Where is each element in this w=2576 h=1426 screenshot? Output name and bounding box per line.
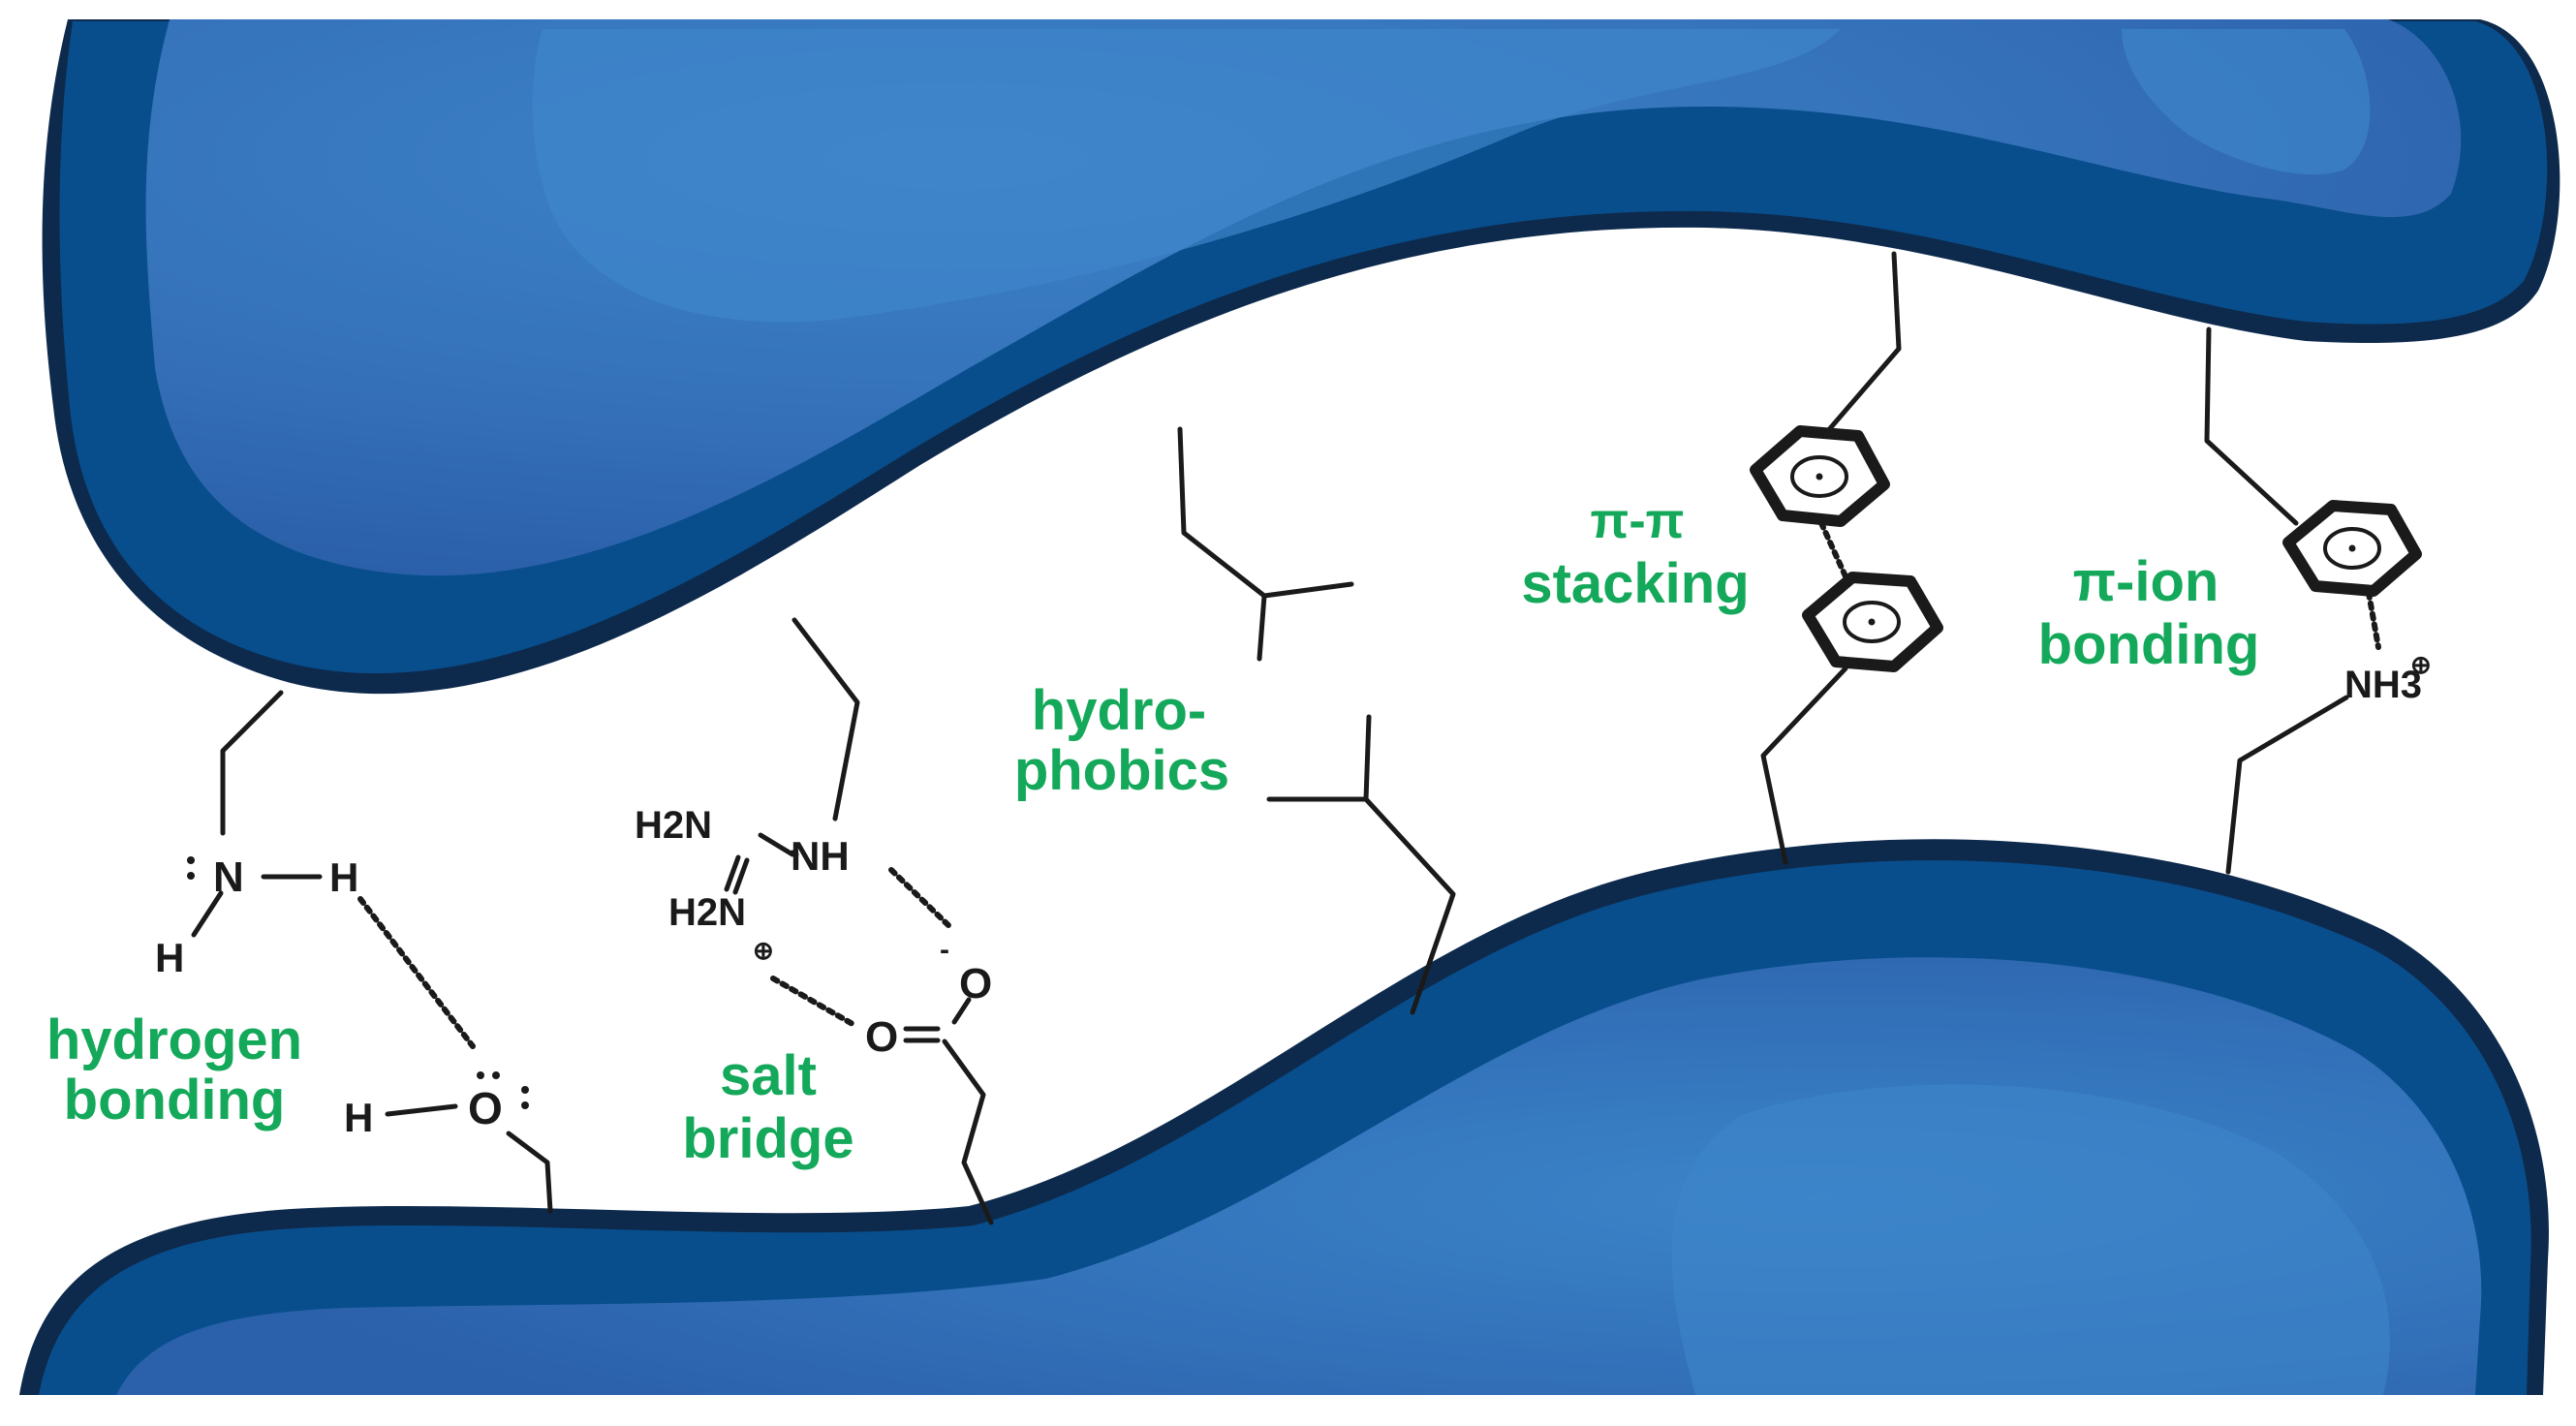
upper-isopropyl-branch (1257, 593, 1267, 662)
o-h-bond (385, 1103, 458, 1117)
salt-bridge-dashed-upper (888, 867, 954, 931)
salt-bridge-group (724, 617, 994, 1225)
hydrophobics-group (1177, 426, 1456, 1015)
guanidino-double-1 (724, 854, 741, 892)
hydrogen-bonding-atoms: N H H H O (155, 853, 529, 1140)
h-bond-dashed (357, 896, 476, 1049)
lysine-sidechain (2225, 695, 2349, 875)
pi-pi-stacking-label: π-π stacking (1521, 493, 1749, 615)
upper-protein-right-highlight (2122, 29, 2371, 175)
salt-bridge-dashed-lower (770, 976, 855, 1027)
pi-pi-dashed (1818, 520, 1848, 579)
hydrogen-bonding-label-line1: hydrogen (47, 1008, 302, 1071)
upper-protein-surface (42, 19, 2560, 695)
atom-carboxyl-o-top: O (959, 960, 992, 1008)
upper-isopropyl-chain (1177, 426, 1354, 599)
ammonium-plus: ⊕ (2410, 650, 2432, 679)
atom-n-upper: N (213, 853, 244, 901)
hydrophobics-label: hydro- phobics (1014, 679, 1229, 802)
lone-pair-dot-2 (187, 872, 195, 880)
salt-bridge-label-line1: salt (720, 1044, 817, 1107)
lower-protein-highlight (1671, 1084, 2390, 1395)
lower-benzene-pi-circle (1843, 601, 1901, 643)
atom-h-right: H (329, 854, 358, 900)
pi-pi-stacking-group (1750, 251, 1943, 865)
carboxyl-single (951, 997, 972, 1025)
o-lone-pair-top-1 (477, 1071, 484, 1079)
atom-h-water: H (344, 1095, 373, 1140)
pi-ion-benzene-pi-circle (2323, 527, 2381, 570)
h-bond-sidechain-lower (506, 1131, 553, 1214)
pi-ion-atoms: NH3 ⊕ (2344, 650, 2432, 706)
lower-benzene-center (1868, 618, 1876, 626)
pi-pi-label-line2: stacking (1521, 552, 1749, 615)
guanidino-bond-top (758, 832, 795, 857)
o-lone-pair-top-2 (492, 1071, 500, 1079)
carboxylate-minus: - (940, 934, 949, 966)
o-lone-pair-right-1 (521, 1086, 529, 1094)
upper-phenyl-chain (1816, 251, 1902, 444)
pi-ion-bonding-label: π-ion bonding (2038, 550, 2260, 676)
pi-ion-label-line1: π-ion (2073, 550, 2219, 613)
lower-protein-surface (19, 839, 2549, 1395)
lone-pair-dot-1 (187, 856, 195, 864)
o-lone-pair-right-2 (521, 1101, 529, 1109)
salt-bridge-label: salt bridge (682, 1044, 853, 1170)
atom-ammonium: NH3 (2344, 664, 2422, 706)
atom-guan-h2n-bottom: H2N (668, 891, 746, 934)
atom-guan-nh: NH (791, 833, 850, 879)
upper-benzene-center (1816, 473, 1823, 480)
pi-ion-dashed (2366, 590, 2381, 650)
lower-isopropyl-branch (1363, 714, 1372, 802)
guanidino-bond-nh (790, 850, 799, 857)
pi-pi-label-line1: π-π (1591, 493, 1685, 549)
lower-phenyl-chain (1760, 666, 1848, 865)
h-bond-sidechain-upper (220, 690, 284, 836)
guanidinium-plus: ⊕ (753, 936, 774, 965)
aromatic-sidechain (2204, 326, 2299, 526)
pi-ion-benzene-center (2348, 544, 2356, 552)
upper-benzene-pi-circle (1790, 455, 1848, 498)
pi-ion-label-line2: bonding (2038, 613, 2260, 676)
guanidino-double-2 (732, 857, 750, 895)
aspartate-sidechain (942, 1038, 994, 1225)
salt-bridge-label-line2: bridge (682, 1107, 853, 1170)
salt-bridge-atoms: H2N NH H2N ⊕ O - O (635, 804, 992, 1061)
hydrophobics-label-line1: hydro- (1032, 679, 1206, 742)
hydrogen-bonding-label-line2: bonding (64, 1069, 286, 1132)
hydrophobics-label-line2: phobics (1014, 739, 1229, 802)
atom-h-lower: H (155, 935, 184, 980)
hydrogen-bonding-group (191, 690, 553, 1214)
atom-guan-h2n-top: H2N (635, 804, 712, 847)
pi-ion-bonding-group (2204, 326, 2422, 875)
atom-carboxyl-o-bottom: O (865, 1013, 898, 1061)
lower-isopropyl-chain (1266, 796, 1456, 1015)
arginine-sidechain (791, 617, 860, 822)
upper-protein-highlight (532, 29, 1841, 323)
hydrogen-bonding-label: hydrogen bonding (47, 1008, 302, 1132)
n-h-lower-bond (191, 890, 224, 938)
atom-o-water: O (468, 1083, 503, 1133)
